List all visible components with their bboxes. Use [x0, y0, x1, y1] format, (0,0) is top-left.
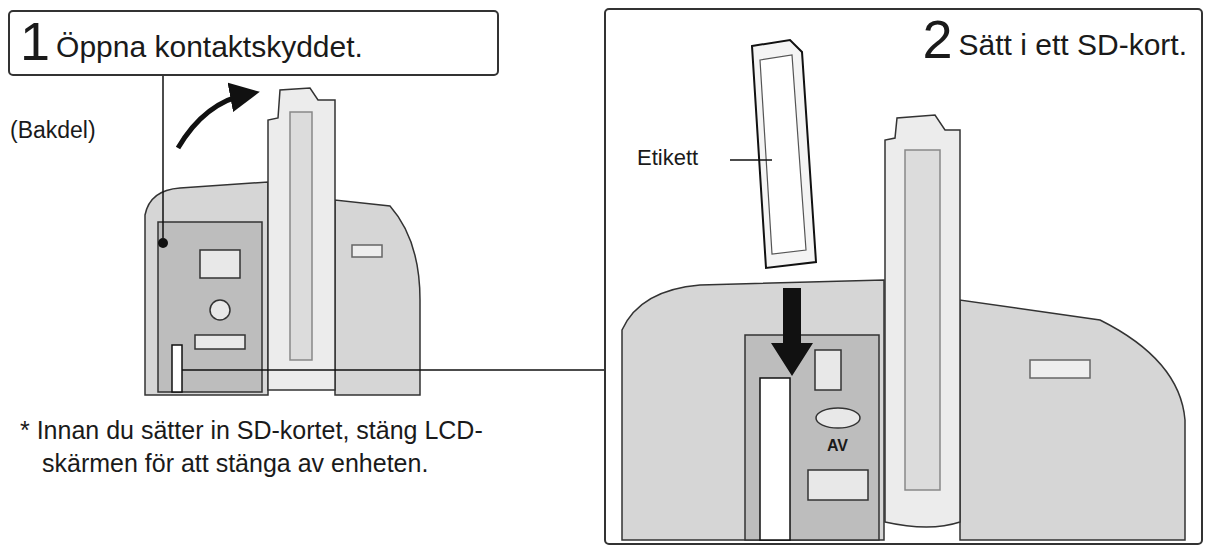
step-box: 2Sätt i ett SD-kort. — [604, 8, 1203, 545]
leader-line — [182, 369, 605, 371]
step-heading: 2Sätt i ett SD-kort. — [606, 10, 1201, 66]
step-title: Sätt i ett SD-kort. — [959, 27, 1187, 66]
leader-dot — [158, 238, 168, 248]
part-label: Etikett — [637, 144, 698, 173]
step-number: 2 — [923, 12, 953, 66]
leader-line — [162, 74, 164, 238]
insert-arrow — [771, 288, 813, 376]
step-heading: 1Öppna kontaktskyddet. — [10, 12, 497, 68]
part-label: AV — [827, 436, 848, 457]
camera-closeup — [622, 115, 1185, 540]
open-arrow — [178, 94, 248, 148]
sd-card — [752, 40, 816, 268]
leader-line — [730, 159, 772, 161]
note-text: * Innan du sätter in SD-kortet, stäng LC… — [20, 414, 492, 479]
step-box: 1Öppna kontaktskyddet. — [8, 10, 499, 76]
step-title: Öppna kontaktskyddet. — [56, 29, 363, 68]
step-number: 1 — [20, 14, 50, 68]
camera-back — [145, 88, 420, 395]
part-label: (Bakdel) — [10, 116, 96, 146]
